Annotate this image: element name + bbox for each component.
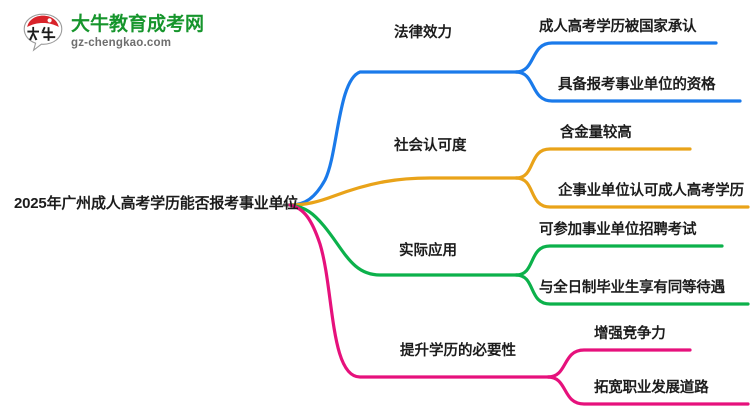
branch-label-3[interactable]: 提升学历的必要性 xyxy=(400,343,516,359)
site-logo[interactable]: 大牛教育成考网 gz-chengkao.com xyxy=(22,10,242,54)
branch-label-2[interactable]: 实际应用 xyxy=(399,243,457,259)
logo-name-cn: 大牛教育成考网 xyxy=(71,13,205,35)
branch-label-1[interactable]: 社会认可度 xyxy=(394,138,467,154)
branch-path-0 xyxy=(288,41,742,207)
leaf-label-2-0[interactable]: 可参加事业单位招聘考试 xyxy=(539,222,697,238)
leaf-label-3-0[interactable]: 增强竞争力 xyxy=(594,326,666,342)
leaf-label-1-0[interactable]: 含金量较高 xyxy=(560,125,632,141)
leaf-label-2-1[interactable]: 与全日制毕业生享有同等待遇 xyxy=(539,280,725,296)
leaf-label-0-0[interactable]: 成人高考学历被国家承认 xyxy=(539,19,697,35)
branch-label-0[interactable]: 法律效力 xyxy=(394,25,452,41)
branch-path-1 xyxy=(288,147,750,209)
leaf-label-0-1[interactable]: 具备报考事业单位的资格 xyxy=(558,77,716,93)
logo-domain: gz-chengkao.com xyxy=(71,36,172,49)
branch-path-3 xyxy=(288,203,750,406)
root-node-label[interactable]: 2025年广州成人高考学历能否报考事业单位 xyxy=(14,195,299,212)
logo-mark-icon xyxy=(22,12,64,52)
leaf-label-1-1[interactable]: 企事业单位认可成人高考学历 xyxy=(558,183,744,199)
branch-path-2 xyxy=(288,203,750,306)
leaf-label-3-1[interactable]: 拓宽职业发展道路 xyxy=(594,380,709,396)
